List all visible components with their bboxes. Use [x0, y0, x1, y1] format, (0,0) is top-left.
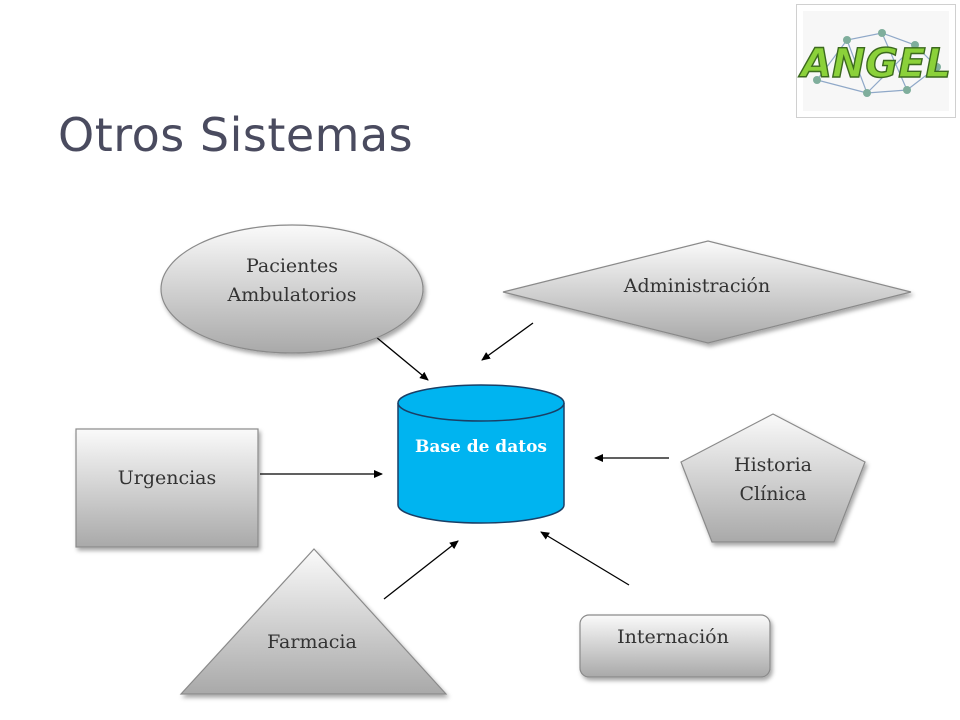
node-administracion: Administración: [502, 240, 912, 344]
connectors: [260, 322, 669, 600]
arrow-farmacia: [383, 540, 459, 600]
angel-logo-icon: ANGEL: [797, 11, 952, 111]
node-label: Pacientes: [246, 255, 338, 277]
node-label: Administración: [623, 275, 770, 297]
database-label: Base de datos: [415, 437, 547, 457]
node-internacion: Internación: [579, 614, 771, 678]
node-urgencias: Urgencias: [75, 428, 259, 548]
page-title: Otros Sistemas: [58, 108, 414, 162]
node-pacientes-ambulatorios: Pacientes Ambulatorios: [160, 224, 424, 354]
arrow-internacion: [540, 531, 630, 586]
node-label: Historia: [734, 454, 812, 476]
arrow-administracion: [481, 322, 534, 361]
node-historia-clinica: Historia Clínica: [680, 413, 866, 543]
node-label: Internación: [617, 626, 729, 648]
logo: ANGEL: [796, 4, 956, 118]
logo-text: ANGEL: [798, 41, 951, 87]
node-farmacia: Farmacia: [179, 548, 448, 695]
arrow-pacientes: [375, 336, 429, 381]
node-label: Ambulatorios: [227, 284, 357, 306]
node-label: Clínica: [740, 483, 807, 505]
node-label: Farmacia: [267, 631, 357, 653]
node-label: Urgencias: [118, 467, 217, 489]
database-node: Base de datos: [397, 384, 565, 524]
